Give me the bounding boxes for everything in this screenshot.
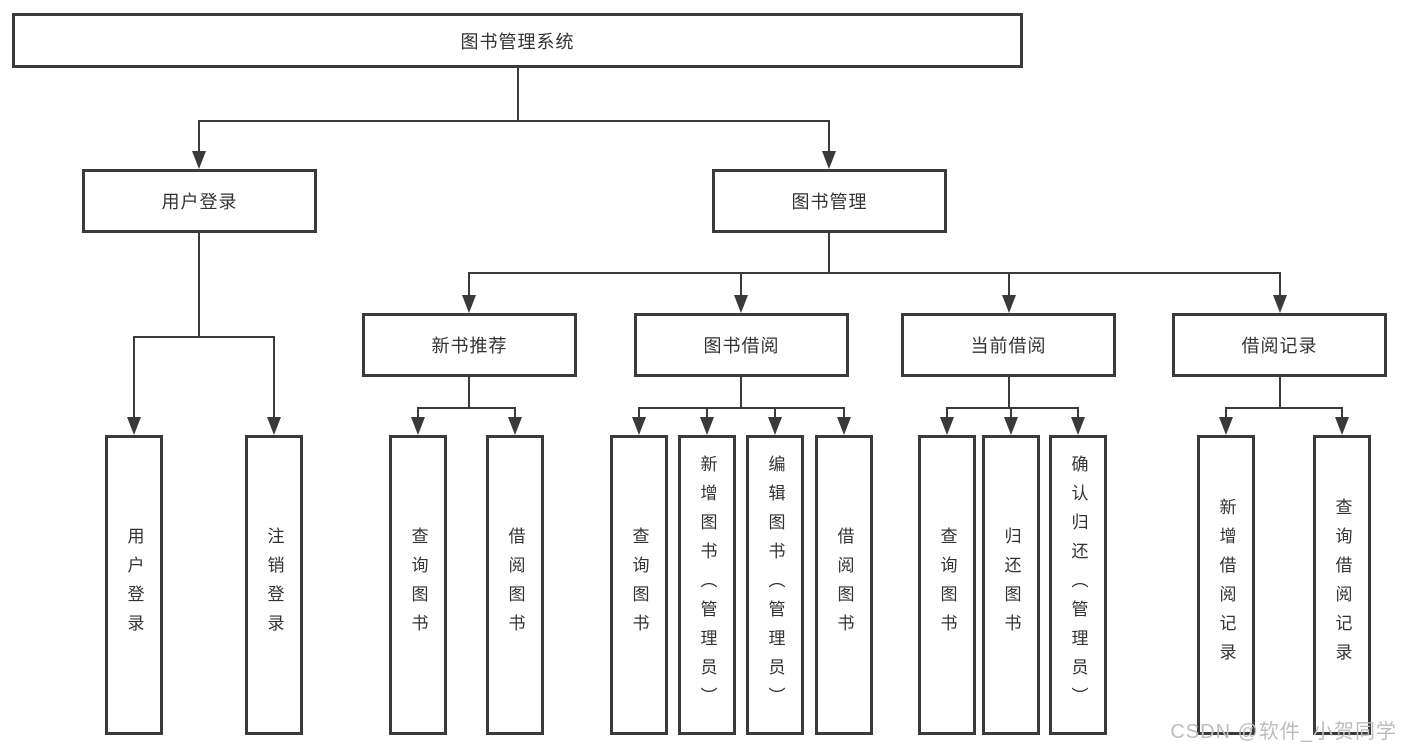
connector-vline — [1279, 377, 1281, 409]
node-user-login: 用户登录 — [82, 169, 317, 233]
leaf-add-borrow-record: 新增借阅记录 — [1197, 435, 1255, 735]
connector-vline — [828, 120, 830, 153]
connector-hline — [133, 336, 275, 338]
arrow-down-icon — [1273, 295, 1287, 313]
arrow-down-icon — [822, 151, 836, 169]
leaf-query-book-borrow: 查询图书 — [610, 435, 668, 735]
csdn-watermark: CSDN @软件_小贺同学 — [1170, 721, 1397, 743]
connector-vline — [740, 377, 742, 409]
leaf-query-book-recommend: 查询图书 — [389, 435, 447, 735]
connector-vline — [843, 407, 845, 419]
arrow-down-icon — [1219, 417, 1233, 435]
connector-vline — [468, 377, 470, 409]
node-book-management: 图书管理 — [712, 169, 947, 233]
arrow-down-icon — [1335, 417, 1349, 435]
arrow-down-icon — [1002, 295, 1016, 313]
node-borrow-records: 借阅记录 — [1172, 313, 1387, 377]
node-book-borrow: 图书借阅 — [634, 313, 849, 377]
connector-vline — [828, 233, 830, 274]
leaf-confirm-return-admin: 确认归还（管理员） — [1049, 435, 1107, 735]
arrow-down-icon — [632, 417, 646, 435]
arrow-down-icon — [700, 417, 714, 435]
connector-vline — [1008, 272, 1010, 297]
arrow-down-icon — [940, 417, 954, 435]
leaf-user-login: 用户登录 — [105, 435, 163, 735]
connector-hline — [198, 120, 830, 122]
connector-vline — [198, 233, 200, 338]
connector-vline — [1341, 407, 1343, 419]
connector-vline — [1008, 377, 1010, 409]
leaf-logout-login: 注销登录 — [245, 435, 303, 735]
connector-vline — [1225, 407, 1227, 419]
connector-hline — [946, 407, 1079, 409]
connector-hline — [1225, 407, 1343, 409]
leaf-query-borrow-record: 查询借阅记录 — [1313, 435, 1371, 735]
leaf-borrow-book-recommend: 借阅图书 — [486, 435, 544, 735]
leaf-query-book-current: 查询图书 — [918, 435, 976, 735]
connector-vline — [1077, 407, 1079, 419]
connector-vline — [198, 120, 200, 153]
connector-vline — [417, 407, 419, 419]
connector-vline — [514, 407, 516, 419]
node-root: 图书管理系统 — [12, 13, 1023, 68]
node-new-book-recommend: 新书推荐 — [362, 313, 577, 377]
connector-vline — [273, 336, 275, 419]
arrow-down-icon — [1071, 417, 1085, 435]
leaf-borrow-book: 借阅图书 — [815, 435, 873, 735]
connector-vline — [1279, 272, 1281, 297]
connector-hline — [417, 407, 516, 409]
arrow-down-icon — [734, 295, 748, 313]
connector-vline — [133, 336, 135, 419]
leaf-edit-book-admin: 编辑图书（管理员） — [746, 435, 804, 735]
leaf-return-book: 归还图书 — [982, 435, 1040, 735]
arrow-down-icon — [127, 417, 141, 435]
arrow-down-icon — [411, 417, 425, 435]
connector-hline — [468, 272, 1281, 274]
connector-vline — [1010, 407, 1012, 419]
arrow-down-icon — [508, 417, 522, 435]
connector-vline — [468, 272, 470, 297]
arrow-down-icon — [267, 417, 281, 435]
connector-vline — [946, 407, 948, 419]
leaf-add-book-admin: 新增图书（管理员） — [678, 435, 736, 735]
connector-vline — [706, 407, 708, 419]
arrow-down-icon — [462, 295, 476, 313]
connector-hline — [638, 407, 845, 409]
connector-vline — [774, 407, 776, 419]
arrow-down-icon — [192, 151, 206, 169]
connector-vline — [517, 68, 519, 122]
arrow-down-icon — [1004, 417, 1018, 435]
connector-vline — [740, 272, 742, 297]
arrow-down-icon — [837, 417, 851, 435]
connector-vline — [638, 407, 640, 419]
node-current-borrow: 当前借阅 — [901, 313, 1116, 377]
arrow-down-icon — [768, 417, 782, 435]
